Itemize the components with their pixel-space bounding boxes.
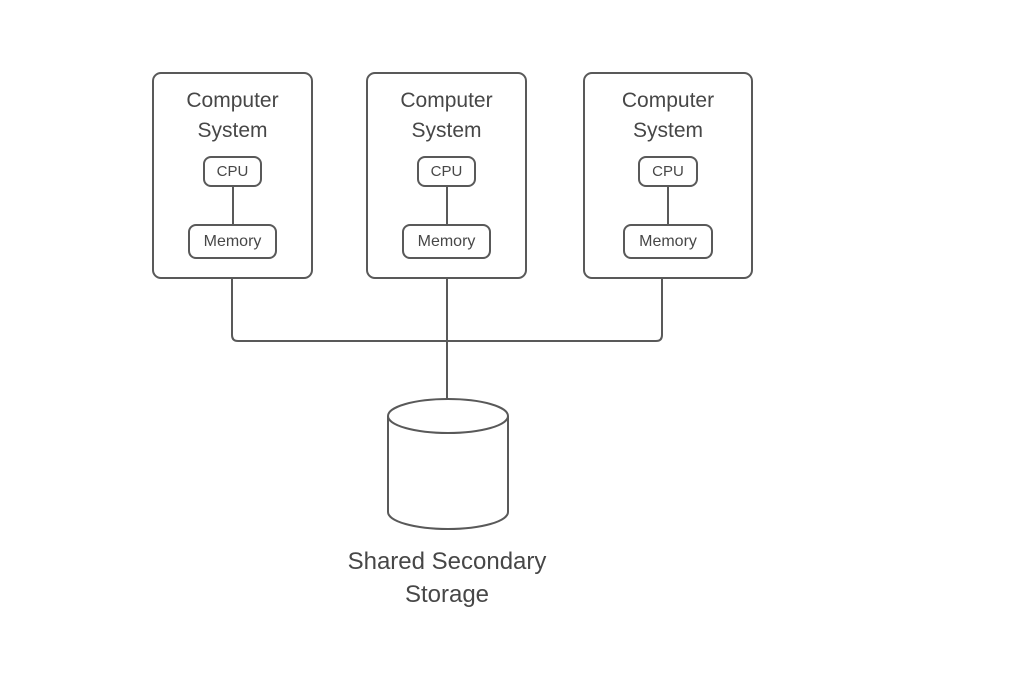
cpu-node: CPU bbox=[638, 156, 698, 187]
storage-cylinder-body bbox=[387, 416, 509, 530]
storage-label: Shared Secondary Storage bbox=[347, 548, 547, 608]
cpu-memory-connector bbox=[231, 187, 234, 224]
cpu-memory-connector bbox=[667, 187, 669, 224]
cpu-memory-connector bbox=[445, 187, 448, 224]
system-title: Computer System bbox=[400, 89, 493, 142]
system-title: Computer System bbox=[186, 89, 279, 142]
computer-system-node-2: Computer System CPU Memory bbox=[366, 72, 527, 279]
storage-cylinder-top bbox=[387, 398, 509, 434]
memory-node: Memory bbox=[401, 224, 492, 259]
computer-system-node-3: Computer System CPU Memory bbox=[583, 72, 753, 279]
computer-system-node-1: Computer System CPU Memory bbox=[152, 72, 313, 279]
system-title: Computer System bbox=[621, 89, 715, 142]
cpu-node: CPU bbox=[416, 156, 477, 187]
memory-node: Memory bbox=[187, 224, 278, 259]
memory-node: Memory bbox=[623, 224, 713, 259]
cpu-node: CPU bbox=[202, 156, 263, 187]
